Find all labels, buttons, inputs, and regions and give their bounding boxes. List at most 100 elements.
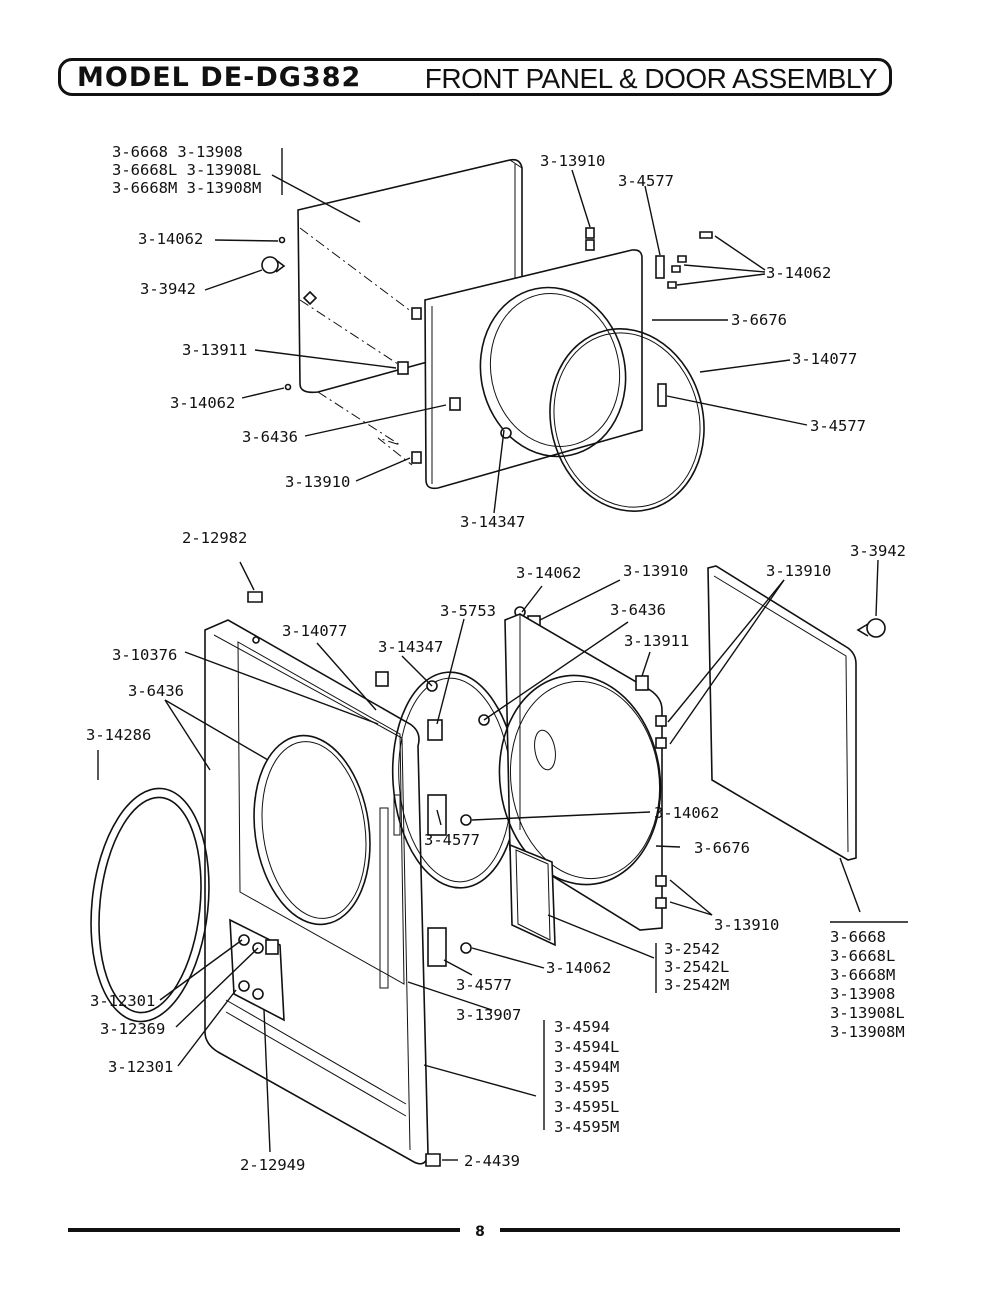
clip-icon: [411, 307, 422, 320]
part-label: 3-3942: [140, 280, 196, 298]
door-handle-slot: [379, 807, 389, 989]
part-label: 3-14062: [766, 264, 831, 282]
clip-icon: [655, 875, 667, 887]
part-label-group: 3-4595: [554, 1078, 610, 1096]
door-outer-skin: [707, 565, 857, 861]
part-label: 3-13910: [623, 562, 688, 580]
part-label-group: 3-13908L: [830, 1004, 905, 1022]
door-opening-ring: [479, 286, 627, 458]
screw-icon: [278, 236, 286, 244]
screw-icon: [667, 281, 677, 289]
part-label: 3-14286: [86, 726, 151, 744]
clip-icon: [655, 897, 667, 909]
part-label: 3-12301: [108, 1058, 173, 1076]
part-label: 3-6436: [610, 601, 666, 619]
screw-icon: [284, 383, 292, 391]
part-label: 3-6676: [694, 839, 750, 857]
page-number: 8: [475, 1224, 485, 1240]
part-label: 3-14062: [654, 804, 719, 822]
part-label: 3-4577: [810, 417, 866, 435]
clip-icon: [585, 239, 595, 251]
part-label-group: 3-2542L: [664, 958, 729, 976]
part-label-group: 3-6668L 3-13908L: [112, 161, 261, 179]
hinge-pin-icon: [247, 591, 263, 603]
part-label-group: 3-4594M: [554, 1058, 619, 1076]
screw-icon: [460, 814, 472, 826]
hinge-icon: [655, 255, 665, 279]
screw-icon: [699, 231, 713, 239]
front-panel-front: [424, 249, 643, 490]
part-label-group: 3-6668: [830, 928, 886, 946]
part-label-group: 3-2542: [664, 940, 720, 958]
part-label-group: 3-6668 3-13908: [112, 143, 243, 161]
part-label: 3-13910: [540, 152, 605, 170]
part-label-group: 3-6668M 3-13908M: [112, 179, 261, 197]
latch-icon: [500, 427, 512, 439]
clip-icon: [655, 737, 667, 749]
door-gasket-seal: [90, 787, 210, 1023]
part-label: 3-6436: [242, 428, 298, 446]
bracket-icon: [449, 397, 461, 411]
part-label: 3-13907: [456, 1006, 521, 1024]
part-label: 3-14347: [460, 513, 525, 531]
part-label: 3-6676: [731, 311, 787, 329]
clip-icon: [397, 361, 409, 375]
part-label: 3-13910: [285, 473, 350, 491]
part-label-group: 3-13908: [830, 985, 895, 1003]
clip-icon: [411, 451, 422, 464]
part-label-group: 3-6668M: [830, 966, 895, 984]
part-label: 3-14347: [378, 638, 443, 656]
part-label: 3-5753: [440, 602, 496, 620]
screw-icon: [460, 942, 472, 954]
part-label: 2-12982: [182, 529, 247, 547]
part-label: 3-13910: [714, 916, 779, 934]
part-label-group: 3-4594L: [554, 1038, 619, 1056]
part-label-group: 3-2542M: [664, 976, 729, 994]
part-label: 3-14062: [516, 564, 581, 582]
cover-plate: [509, 843, 556, 947]
part-label: 3-12369: [100, 1020, 165, 1038]
part-label: 3-12301: [90, 992, 155, 1010]
door-window: [253, 734, 371, 926]
part-label: 3-4577: [618, 172, 674, 190]
latch-icon: [427, 719, 443, 741]
top-assembly: [204, 148, 808, 514]
screw-icon: [425, 1153, 441, 1167]
page-title: FRONT PANEL & DOOR ASSEMBLY: [424, 63, 878, 94]
clip-icon: [635, 675, 649, 691]
inner-panel-dome: [498, 674, 662, 886]
knob-icon: [261, 256, 279, 274]
part-label: 3-14077: [282, 622, 347, 640]
page-footer: 8: [68, 1224, 900, 1240]
hinge-icon: [427, 927, 447, 967]
knob-icon: [866, 618, 886, 638]
part-label-group: 3-13908M: [830, 1023, 905, 1041]
hinge-icon: [427, 794, 447, 836]
part-label: 3-10376: [112, 646, 177, 664]
part-label: 3-14062: [138, 230, 203, 248]
part-label-group: 3-4594: [554, 1018, 610, 1036]
part-label: 3-13911: [182, 341, 247, 359]
part-label: 3-14062: [170, 394, 235, 412]
part-label-group: 3-6668L: [830, 947, 895, 965]
screw-icon: [671, 265, 681, 273]
bottom-assembly: [90, 559, 908, 1167]
part-label-group: 3-4595L: [554, 1098, 619, 1116]
part-label: 3-4577: [424, 831, 480, 849]
clip-icon: [655, 715, 667, 727]
part-label: 3-4577: [456, 976, 512, 994]
hinge-icon: [657, 383, 667, 407]
part-label: 3-14062: [546, 959, 611, 977]
part-label: 3-3942: [850, 542, 906, 560]
part-label: 2-4439: [464, 1152, 520, 1170]
part-label: 2-12949: [240, 1156, 305, 1174]
part-label: 3-14077: [792, 350, 857, 368]
part-label: 3-13910: [766, 562, 831, 580]
page-header: MODEL DE-DG382 FRONT PANEL & DOOR ASSEMB…: [58, 58, 892, 96]
screw-icon: [677, 255, 687, 263]
model-number: MODEL DE-DG382: [77, 62, 362, 93]
part-label-group: 3-4595M: [554, 1118, 619, 1136]
gasket-ring: [549, 328, 705, 512]
